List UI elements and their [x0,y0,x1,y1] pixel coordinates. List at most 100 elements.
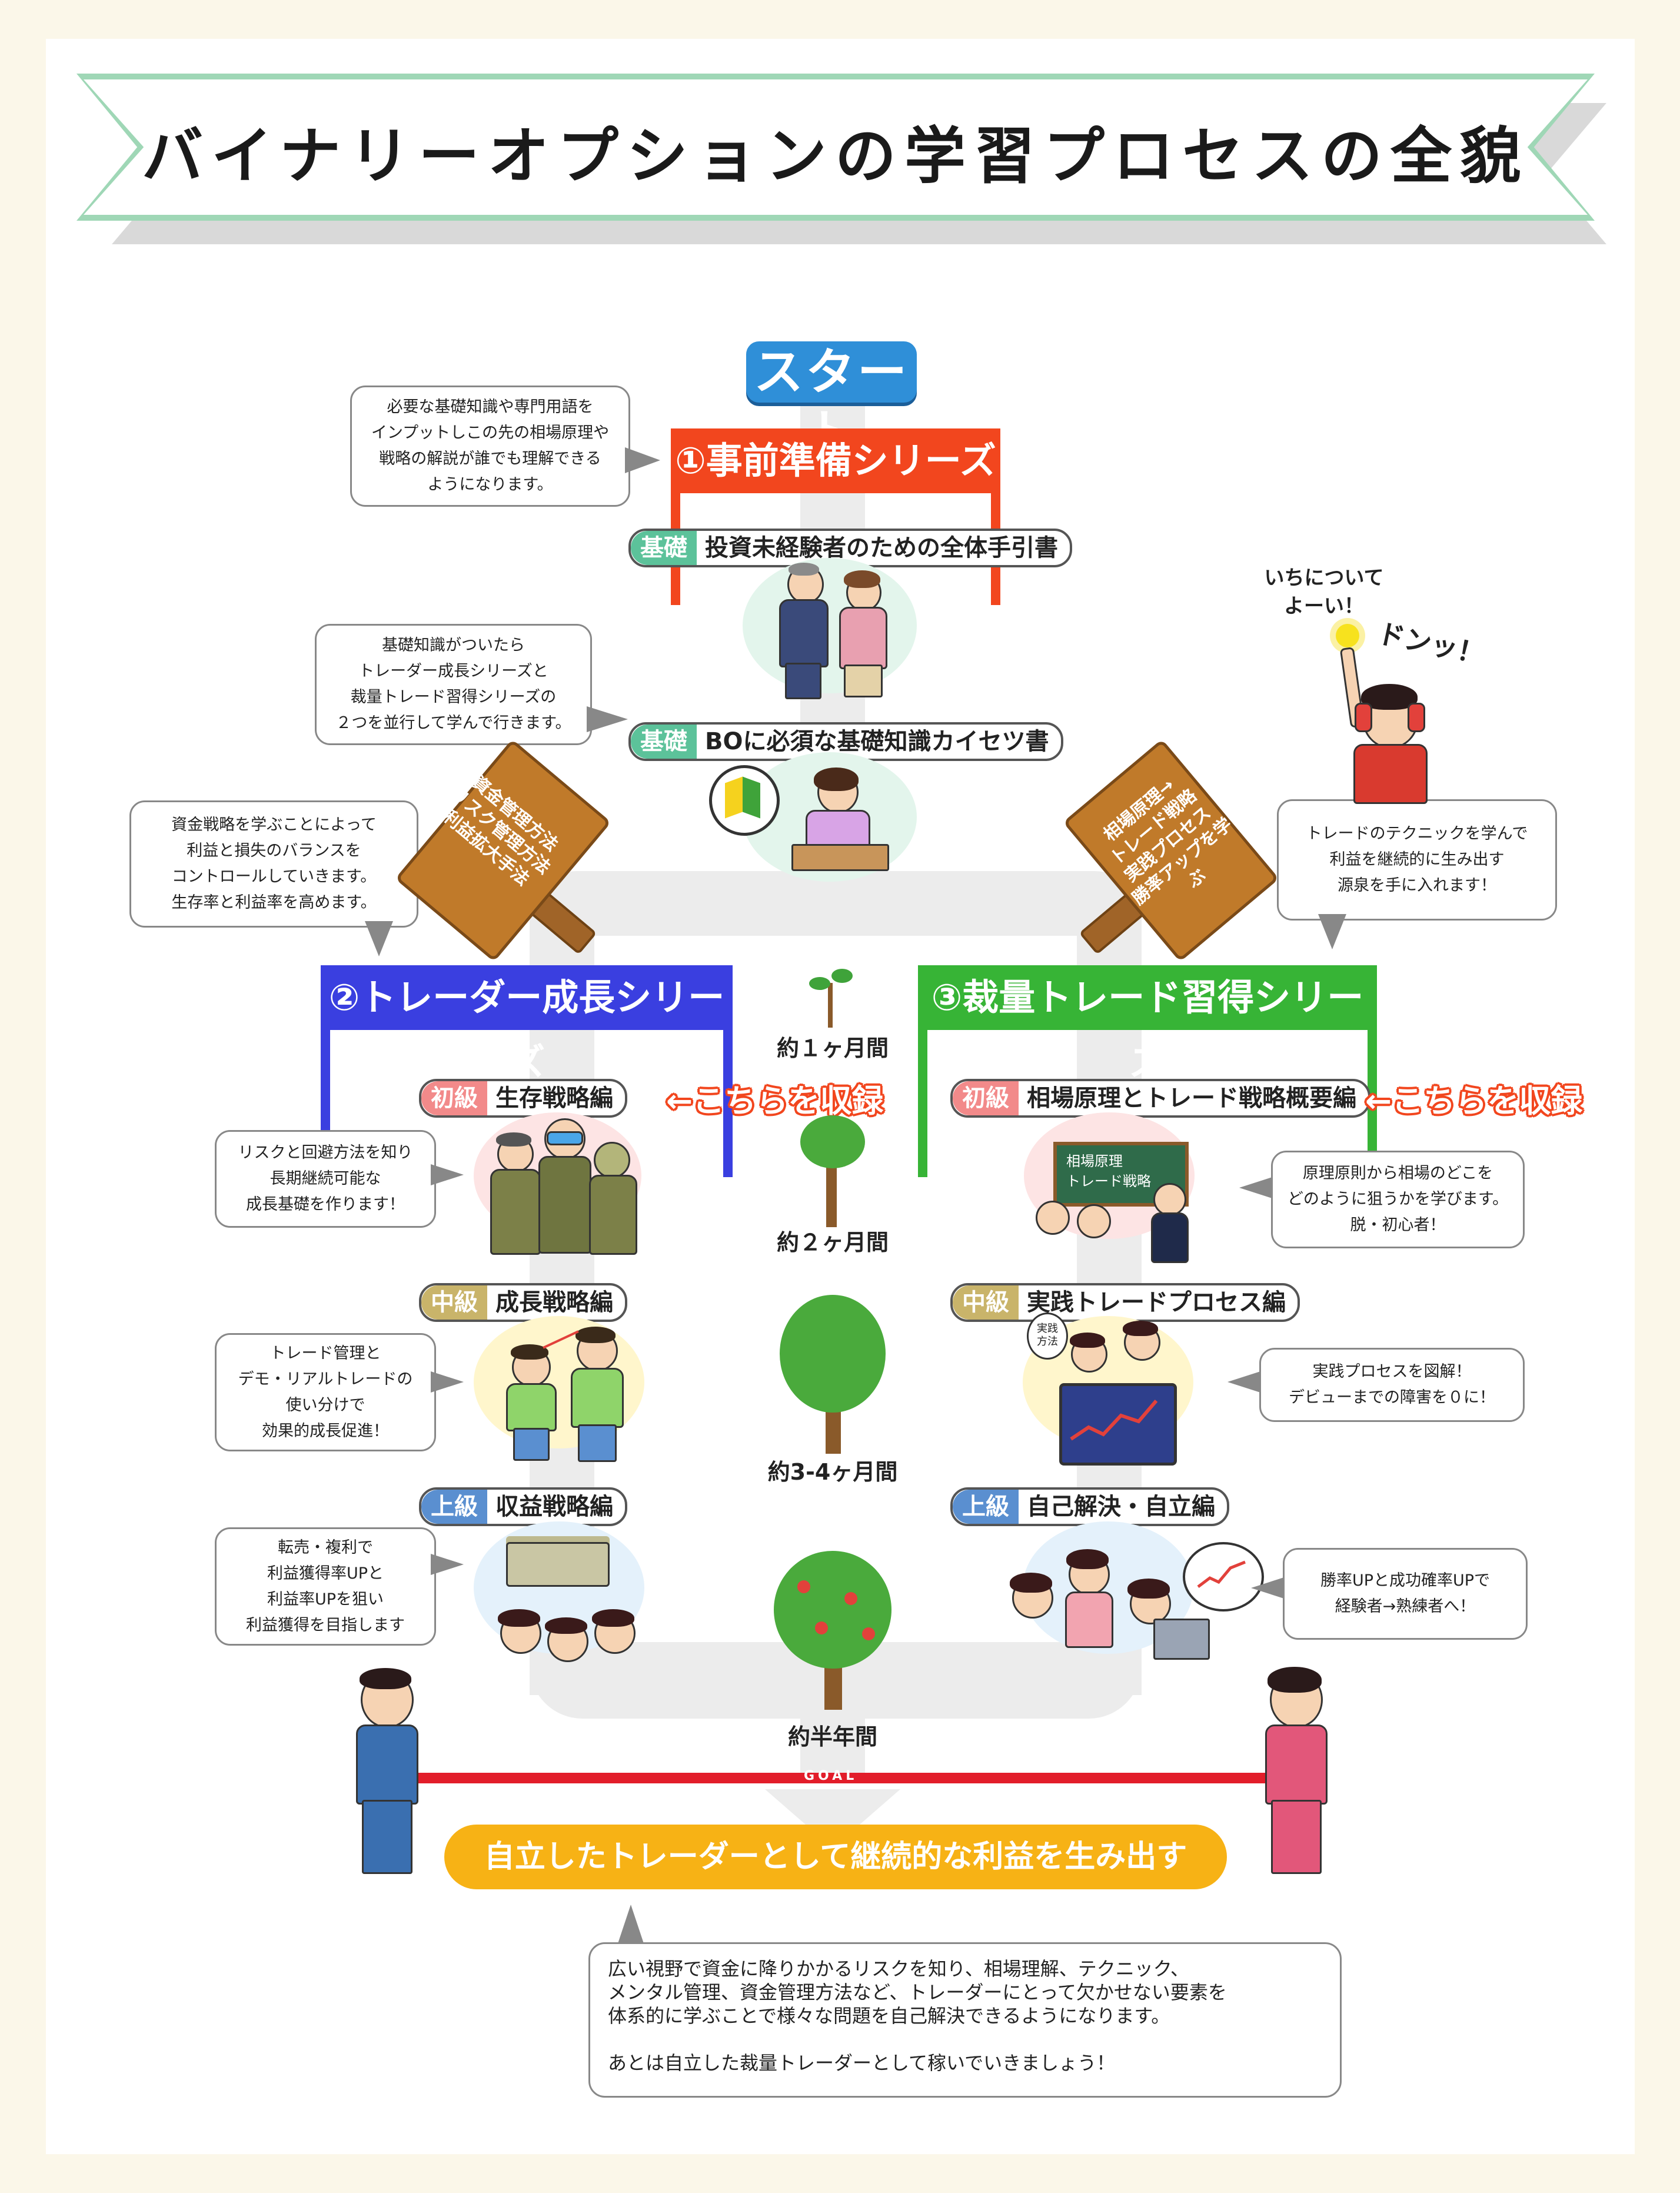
practice-card-illustration: 実践 方法 [1027,1313,1068,1360]
growth-item-1-label: 生存戦略編 [495,1085,613,1112]
growth-item-3-label: 収益戦略編 [495,1493,613,1520]
chalkboard-line: 相場原理 [1066,1153,1123,1169]
bubble-tail [1239,1177,1272,1198]
flow-path-split [530,871,1142,936]
profit-bubble: 転売・複利で 利益獲得率UPと 利益率UPを狙い 利益獲得を目指します [215,1527,436,1646]
recorded-label-growth: ←こちらを収録 [666,1082,884,1119]
discretion-item-3-label: 自己解決・自立編 [1027,1493,1215,1520]
summary-line: 体系的に学ぶことで様々な問題を自己解決できるようになります。 [608,2005,1170,2027]
summary-line [608,2028,1322,2051]
bubble-line: デモ・リアルトレードの [238,1370,413,1388]
goal-banner: 自立したトレーダーとして継続的な利益を生み出す [444,1825,1227,1889]
pre-item-1[interactable]: 基礎投資未経験者のための全体手引書 [628,529,1072,567]
bubble-line: インプットしこの先の相場原理や [371,424,610,442]
series-pre-banner: ①事前準備シリーズ [671,428,1000,493]
bubble-tail [1318,914,1346,949]
bubble-line: 利益獲得を目指します [246,1616,405,1634]
series-discretion-banner: ③裁量トレード習得シリーズ [918,965,1377,1084]
studying-girl-illustration [791,767,889,871]
bubble-line: 経験者→熟練者へ！ [1335,1597,1476,1616]
start-badge: スタート [746,341,917,462]
bubble-line: 利益率UPを狙い [267,1590,384,1609]
discretion-item-3[interactable]: 上級自己解決・自立編 [950,1487,1229,1526]
bubble-tail [431,1164,464,1185]
page-title: バイナリーオプションの学習プロセスの全貌 [142,120,1529,192]
pre-item-1-illustration-bg [743,558,917,693]
starter-call-line: よーい！ [1284,594,1364,618]
summary-box: 広い視野で資金に降りかかるリスクを知り、相場理解、テクニック、 メンタル管理、資… [588,1942,1342,2098]
tag-shokyu: 初級 [421,1081,487,1115]
bubble-tail [587,706,628,732]
tag-chukyu: 中級 [953,1285,1019,1320]
bubble-line: 成長基礎を作ります！ [246,1195,405,1214]
practice-card-line: 実践 [1037,1323,1058,1335]
woman-illustration [836,570,889,697]
flash-icon [1336,624,1359,647]
starter-call-text: いちについて よーい！ [1253,564,1395,620]
bubble-line: ようになります。 [427,476,553,494]
tag-kiso: 基礎 [631,725,697,759]
growth-item-2-label: 成長戦略編 [495,1289,613,1316]
growth-item-2[interactable]: 中級成長戦略編 [419,1283,627,1322]
summary-line: 広い視野で資金に降りかかるリスクを知り、相場理解、テクニック、 [608,1958,1189,1980]
money-strategy-bubble: 資金戦略を学ぶことによって 利益と損失のバランスを コントロールしていきます。 … [129,800,418,928]
series-growth-post-right [723,1030,733,1177]
summary-line: メンタル管理、資金管理方法など、トレーダーにとって欠かせない要素を [608,1981,1227,2003]
bubble-line: 使い分けで [285,1395,365,1414]
bubble-line: 基礎知識がついたら [381,636,525,654]
parallel-explanation-bubble: 基礎知識がついたら トレーダー成長シリーズと 裁量トレード習得シリーズの ２つを… [315,624,592,745]
principle-bubble: 原理原則から相場のどこを どのように狙うかを学びます。 脱・初心者！ [1271,1151,1525,1248]
discretion-item-2-label: 実践トレードプロセス編 [1027,1289,1286,1316]
duration-label: 約半年間 [787,1724,877,1750]
starter-illustration [1339,646,1430,804]
bubble-line: 戦略の解説が誰でも理解できる [379,450,601,468]
technique-bubble: トレードのテクニックを学んで 利益を継続的に生み出す 源泉を手に入れます！ [1277,799,1557,921]
growth-bubble: トレード管理と デモ・リアルトレードの 使い分けで 効果的成長促進！ [215,1333,436,1451]
tag-shokyu: 初級 [953,1081,1019,1115]
practice-bubble: 実践プロセスを図解！ デビューまでの障害を０に！ [1259,1348,1525,1422]
series-growth-banner: ②トレーダー成長シリーズ [321,965,733,1084]
bubble-line: 勝率UPと成功確率UPで [1320,1571,1491,1590]
bubble-line: 裁量トレード習得シリーズの [350,688,557,706]
bubble-tail [365,921,393,956]
bubble-line: デビューまでの障害を０に！ [1289,1388,1495,1407]
independence-bubble: 勝率UPと成功確率UPで 経験者→熟練者へ！ [1283,1548,1528,1640]
summary-line: あとは自立した裁量トレーダーとして稼いでいきましょう！ [608,2052,1116,2074]
cheering-kids-illustration [483,1601,641,1666]
recorded-label-discretion: ←こちらを収録 [1365,1082,1583,1119]
pre-explanation-bubble: 必要な基礎知識や専門用語を インプットしこの先の相場原理や 戦略の解説が誰でも理… [350,386,630,507]
goal-tape [400,1773,1277,1783]
bubble-line: 必要な基礎知識や専門用語を [387,398,594,416]
bubble-tail [618,1905,644,1943]
bubble-line: ２つを並行して学んで行きます。 [335,714,571,732]
chart-monitor-illustration [1059,1383,1177,1466]
bubble-tail [1227,1371,1260,1393]
tag-chukyu: 中級 [421,1285,487,1320]
classroom-illustration [1036,1183,1195,1263]
bubble-line: 効果的成長促進！ [261,1421,389,1440]
sprout-icon [809,965,853,1030]
practice-kids-illustration [1070,1321,1165,1377]
bubble-tail [625,447,660,473]
tag-kiso: 基礎 [631,531,697,565]
beginner-mark-icon [709,765,780,836]
young-tree-icon [789,1115,877,1227]
bubble-tail [1251,1577,1284,1599]
duration-label: 約3-4ヶ月間 [767,1459,898,1485]
bubble-line: 脱・初心者！ [1350,1216,1446,1234]
discretion-item-2[interactable]: 中級実践トレードプロセス編 [950,1283,1300,1322]
tag-jokyu: 上級 [421,1490,487,1524]
bubble-line: 長期継続可能な [270,1169,381,1188]
title-ribbon-inner [84,79,1588,215]
discretion-item-1[interactable]: 初級相場原理とトレード戦略概要編 [950,1079,1370,1118]
growth-item-3[interactable]: 上級収益戦略編 [419,1487,627,1526]
pre-item-2-label: BOに必須な基礎知識カイセツ書 [705,728,1049,755]
growth-item-1[interactable]: 初級生存戦略編 [419,1079,627,1118]
series-discretion-post-left [918,1030,927,1177]
duration-label: 約１ヶ月間 [776,1035,889,1061]
bubble-line: トレード管理と [270,1344,381,1363]
bubble-line: 利益獲得率UPと [267,1564,384,1583]
goal-tape-label: GOAL [804,1769,858,1783]
bubble-line: 利益を継続的に生み出す [1329,850,1505,869]
idea-bubble-illustration [1183,1542,1264,1611]
